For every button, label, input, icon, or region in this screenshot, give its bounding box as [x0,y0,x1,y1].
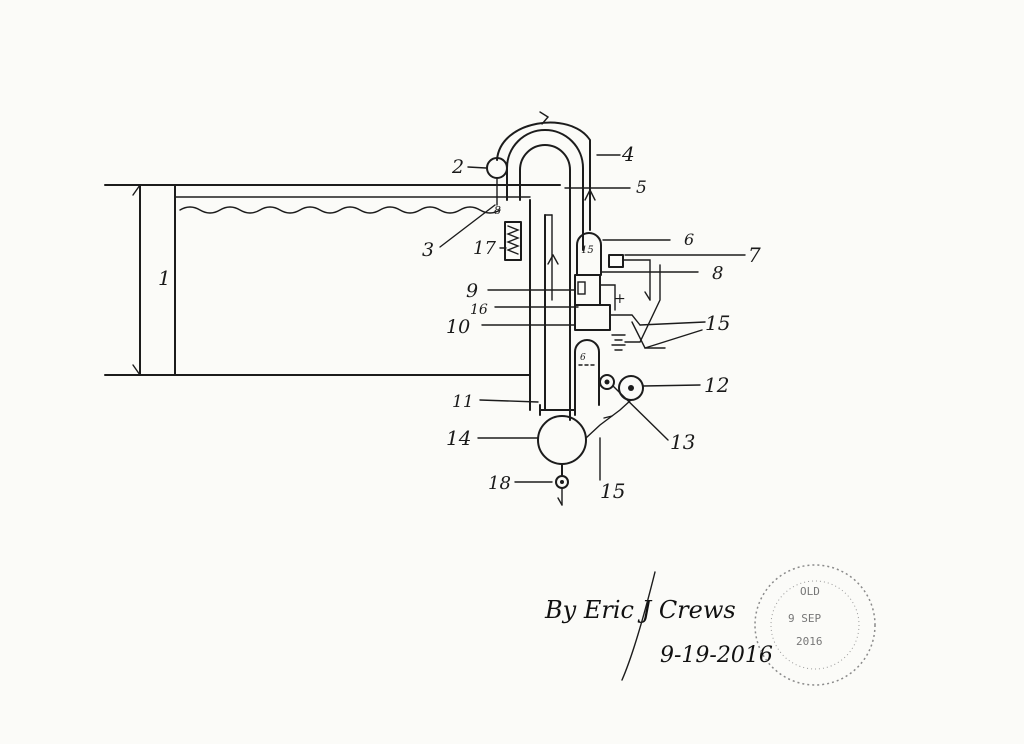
label-6: 6 [684,230,694,249]
signature: By Eric J Crews 9-19-2016 [544,571,773,681]
label-2: 2 [451,156,464,178]
label-15-lower: 15 [600,479,625,503]
collector-14 [537,415,587,465]
ball-valve [486,157,508,179]
return-line-15 [585,399,632,439]
label-12: 12 [704,373,729,397]
stamp-line-2: 9 SEP [788,612,821,625]
valve-13 [599,374,615,390]
inner-mark-15: 15 [581,245,594,256]
signature-name: By Eric J Crews [544,596,736,624]
return-loop [496,111,596,231]
siphon-u-tube [506,129,584,421]
plus-sign: + [614,291,626,307]
stamp-line-1: OLD [800,585,820,598]
label-13: 13 [670,430,695,454]
inner-mark-6: 6 [580,353,586,363]
control-assembly [574,274,641,331]
label-4: 4 [621,142,635,166]
inner-mark-8: 8 [494,204,501,217]
label-7: 7 [748,243,761,267]
leader-lines [439,154,746,483]
stamp-line-3: 2016 [796,635,823,648]
label-10: 10 [446,316,470,338]
label-17: 17 [473,238,496,259]
postmark-stamp: OLD 9 SEP 2016 [754,564,876,686]
label-5: 5 [636,178,647,198]
label-9: 9 [466,280,478,302]
battery [611,264,666,351]
tank [104,184,561,376]
label-15-upper: 15 [705,311,730,335]
upper-chamber [576,232,651,301]
bottom-tube [539,404,576,416]
label-11: 11 [452,392,474,412]
sensor-7 [608,254,624,268]
label-8: 8 [712,263,723,284]
label-3: 3 [422,239,434,261]
drain-valve [555,463,569,506]
label-18: 18 [488,473,511,494]
label-14: 14 [446,426,471,450]
heater-element [504,221,522,261]
signature-date: 9-19-2016 [660,643,773,668]
label-16: 16 [470,302,488,318]
label-1: 1 [158,266,171,290]
water-surface [179,206,501,214]
reservoir [574,339,600,406]
